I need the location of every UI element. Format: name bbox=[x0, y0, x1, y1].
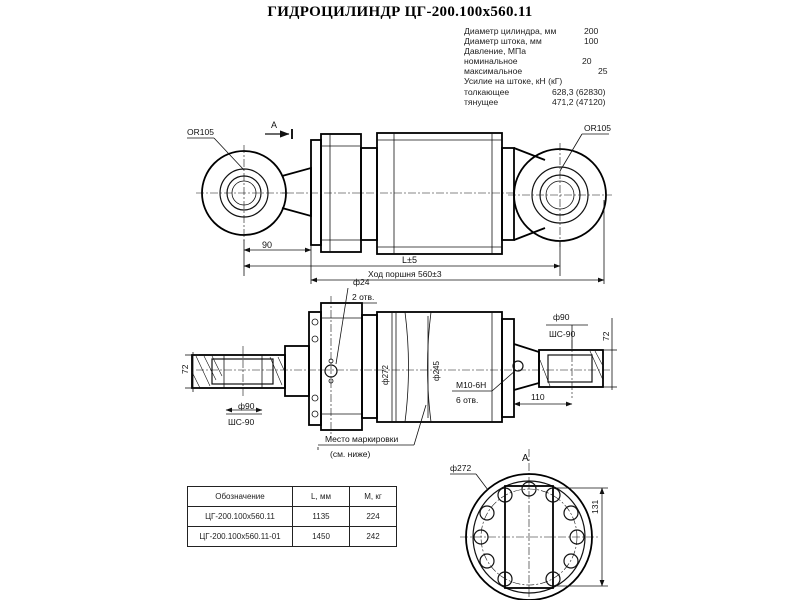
or105-left-label: OR105 bbox=[187, 127, 214, 137]
spec-line: Усилие на штоке, кН (кГ) bbox=[464, 76, 664, 86]
left-rod-eye bbox=[196, 145, 292, 241]
spec-line: номинальное 20 bbox=[464, 56, 664, 66]
table-cell: ЦГ-200.100х560.11 bbox=[187, 506, 293, 527]
dim-72-left-label: 72 bbox=[180, 364, 190, 374]
spec-line: толкающее 628,3 (62830) bbox=[464, 87, 664, 97]
spec-value: 628,3 (62830) bbox=[552, 86, 606, 97]
table-row: ЦГ-200.100х560.11 1135 224 bbox=[187, 506, 397, 527]
marking-place-label: Место маркировки bbox=[325, 434, 398, 444]
shs-90-right-label: ШС-90 bbox=[549, 329, 575, 339]
spec-value: 100 bbox=[584, 36, 599, 47]
table-header-row: Обозначение L, мм М, кг bbox=[187, 486, 397, 507]
column-header-mass: М, кг bbox=[349, 486, 397, 507]
spec-value: 200 bbox=[584, 26, 599, 36]
spec-label: Усилие на штоке, кН (кГ) bbox=[464, 76, 563, 87]
dia-90-left-label: ф90 bbox=[238, 401, 255, 411]
spec-label: Диаметр штока, мм bbox=[464, 36, 542, 47]
dia-245-label: ф245 bbox=[432, 361, 441, 381]
spec-value: 25 bbox=[598, 66, 608, 77]
table-cell: 224 bbox=[349, 506, 397, 527]
flange-bolt-holes bbox=[473, 481, 585, 587]
marking-note-label: (см. ниже) bbox=[330, 449, 371, 459]
dim-131-label: 131 bbox=[590, 500, 600, 514]
dia-272-side-label: ф272 bbox=[381, 365, 390, 385]
dia-24-label: ф24 bbox=[353, 277, 370, 287]
side-view: ф24 2 отв. ф272 ф245 ф90 ШС-90 72 72 М10… bbox=[180, 277, 617, 459]
view-a-label: А bbox=[522, 453, 529, 464]
dia-272-view-label: ф272 bbox=[450, 463, 471, 473]
spec-line: максимальное 25 bbox=[464, 66, 664, 76]
table-row: ЦГ-200.100х560.11-01 1450 242 bbox=[187, 526, 397, 547]
table-cell: 1450 bbox=[292, 526, 350, 547]
dim-110-label: 110 bbox=[531, 392, 545, 402]
variants-table: Обозначение L, мм М, кг ЦГ-200.100х560.1… bbox=[187, 486, 397, 547]
view-a: А ф272 131 bbox=[450, 449, 608, 600]
top-view: OR105 OR105 A 90 L±5 Ход поршня 560±3 bbox=[187, 120, 612, 284]
dim-90-label: 90 bbox=[262, 240, 272, 250]
dim-l5-label: L±5 bbox=[402, 255, 417, 265]
drawing-title: ГИДРОЦИЛИНДР ЦГ-200.100х560.11 bbox=[267, 4, 533, 20]
holes-6-label: 6 отв. bbox=[456, 395, 478, 405]
spec-label: Давление, МПа bbox=[464, 46, 526, 57]
right-rod-eye bbox=[508, 143, 612, 247]
spec-line: тянущее 471,2 (47120) bbox=[464, 97, 664, 107]
shs-90-left-label: ШС-90 bbox=[228, 417, 254, 427]
spec-label: номинальное bbox=[464, 56, 518, 67]
spec-label: тянущее bbox=[464, 96, 499, 107]
table-cell: 242 bbox=[349, 526, 397, 547]
spec-label: толкающее bbox=[464, 86, 510, 97]
spec-label: максимальное bbox=[464, 66, 523, 77]
spec-line: Давление, МПа bbox=[464, 46, 664, 56]
dia-90-right-label: ф90 bbox=[553, 312, 570, 322]
spec-value: 20 bbox=[582, 56, 592, 67]
spec-label: Диаметр цилиндра, мм bbox=[464, 26, 557, 36]
column-header-length: L, мм bbox=[292, 486, 350, 507]
column-header-designation: Обозначение bbox=[187, 486, 293, 507]
or105-right-label: OR105 bbox=[584, 123, 611, 133]
dim-72-right-label: 72 bbox=[601, 331, 611, 341]
spec-value: 471,2 (47120) bbox=[552, 96, 606, 107]
thread-m10-label: М10-6Н bbox=[456, 380, 486, 390]
table-cell: ЦГ-200.100х560.11-01 bbox=[187, 526, 293, 547]
table-cell: 1135 bbox=[292, 506, 350, 527]
view-a-arrow-label: A bbox=[271, 120, 277, 130]
stroke-label: Ход поршня 560±3 bbox=[368, 269, 442, 279]
holes-2-label: 2 отв. bbox=[352, 292, 374, 302]
spec-line: Диаметр штока, мм 100 bbox=[464, 36, 664, 46]
spec-line: Диаметр цилиндра, мм 200 bbox=[464, 26, 664, 36]
